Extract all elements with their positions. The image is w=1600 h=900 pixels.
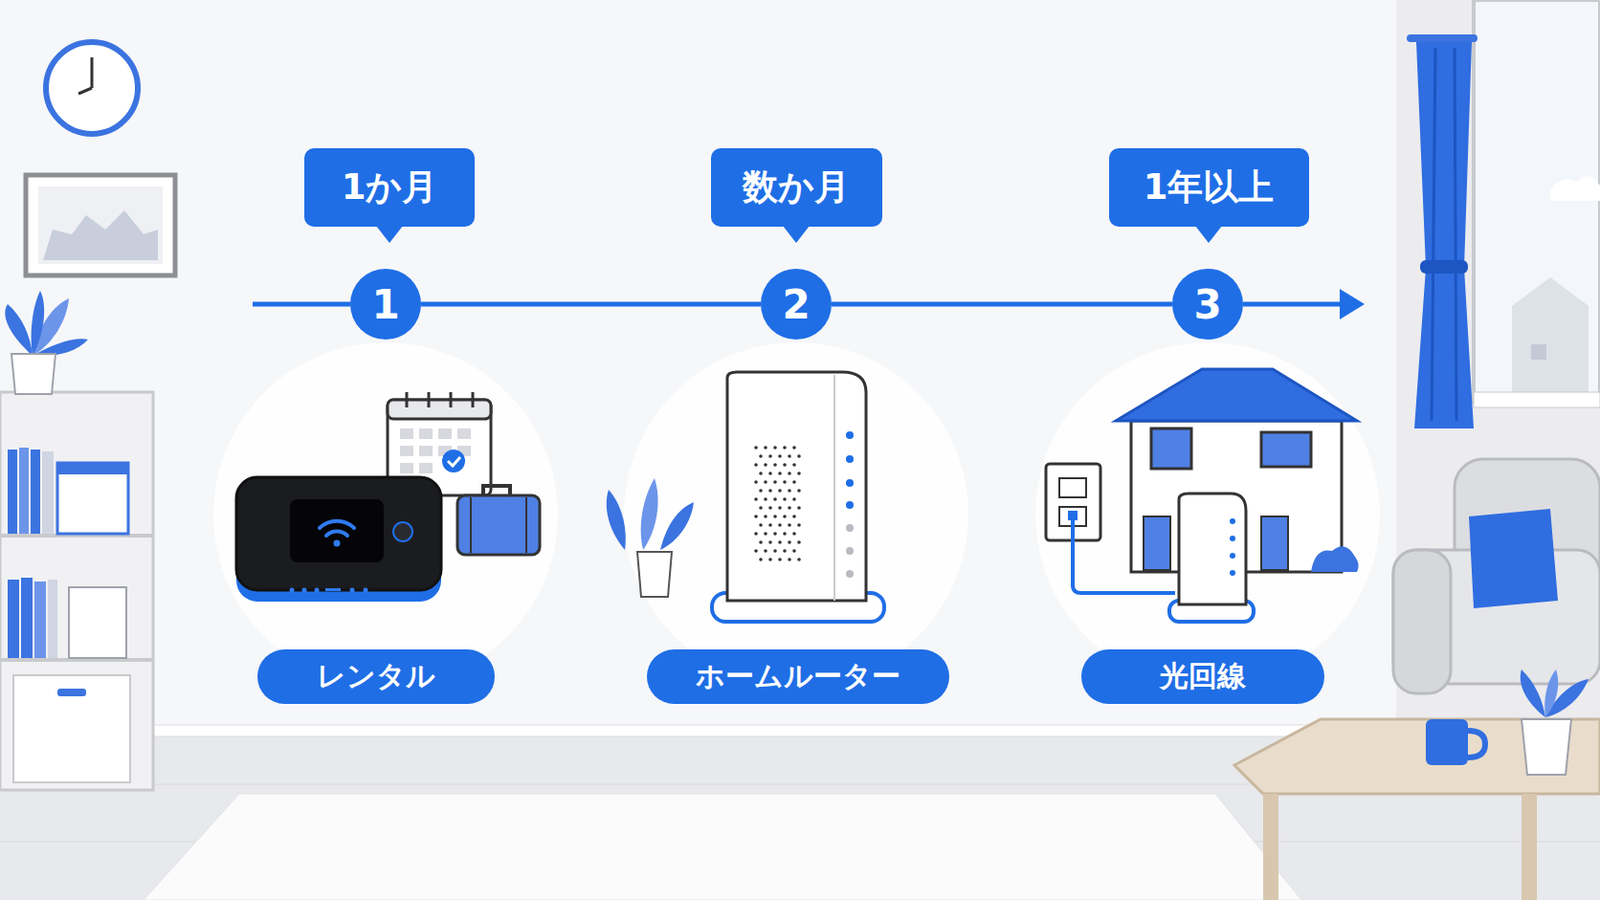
sofa	[1393, 459, 1600, 694]
option-label: ホームルーター	[646, 649, 950, 705]
callout-tail	[782, 225, 810, 244]
curtain	[1406, 34, 1478, 429]
label-text: 1か月	[341, 163, 439, 212]
timeline-connector	[831, 302, 1173, 308]
rug	[143, 794, 1302, 900]
callout-tail	[1195, 225, 1223, 244]
label-text: ホームルーター	[695, 657, 901, 697]
label-text: レンタル	[316, 657, 436, 697]
step-number: 3	[1172, 268, 1244, 340]
label-text: 光回線	[1159, 657, 1246, 697]
duration-callout: 1年以上	[1109, 148, 1310, 227]
backdrop-circle	[213, 342, 558, 688]
callout-number: 3	[1193, 281, 1222, 329]
home-router	[606, 372, 885, 623]
callout-number: 2	[781, 281, 810, 329]
label-text: 数か月	[742, 163, 850, 212]
option-label: レンタル	[257, 649, 495, 705]
callout-number: 1	[371, 281, 400, 329]
wall-clock	[45, 42, 138, 134]
coffee-table	[1234, 669, 1600, 900]
bookshelf	[0, 392, 154, 791]
option-label: 光回線	[1081, 649, 1325, 705]
step-number: 1	[350, 268, 422, 340]
potted-plant	[4, 290, 89, 395]
duration-callout: 数か月	[711, 148, 883, 227]
picture-frame	[25, 175, 176, 276]
backdrop-circle	[623, 342, 969, 688]
callout-tail	[376, 225, 403, 244]
pocket-wifi	[236, 477, 442, 602]
timeline-connector	[421, 302, 761, 308]
step-number: 2	[760, 268, 832, 340]
label-text: 1年以上	[1143, 163, 1275, 212]
suitcase-icon	[457, 486, 540, 556]
backdrop-circle	[1035, 342, 1380, 688]
duration-callout: 1か月	[304, 148, 475, 227]
house-fiber	[1045, 369, 1359, 623]
